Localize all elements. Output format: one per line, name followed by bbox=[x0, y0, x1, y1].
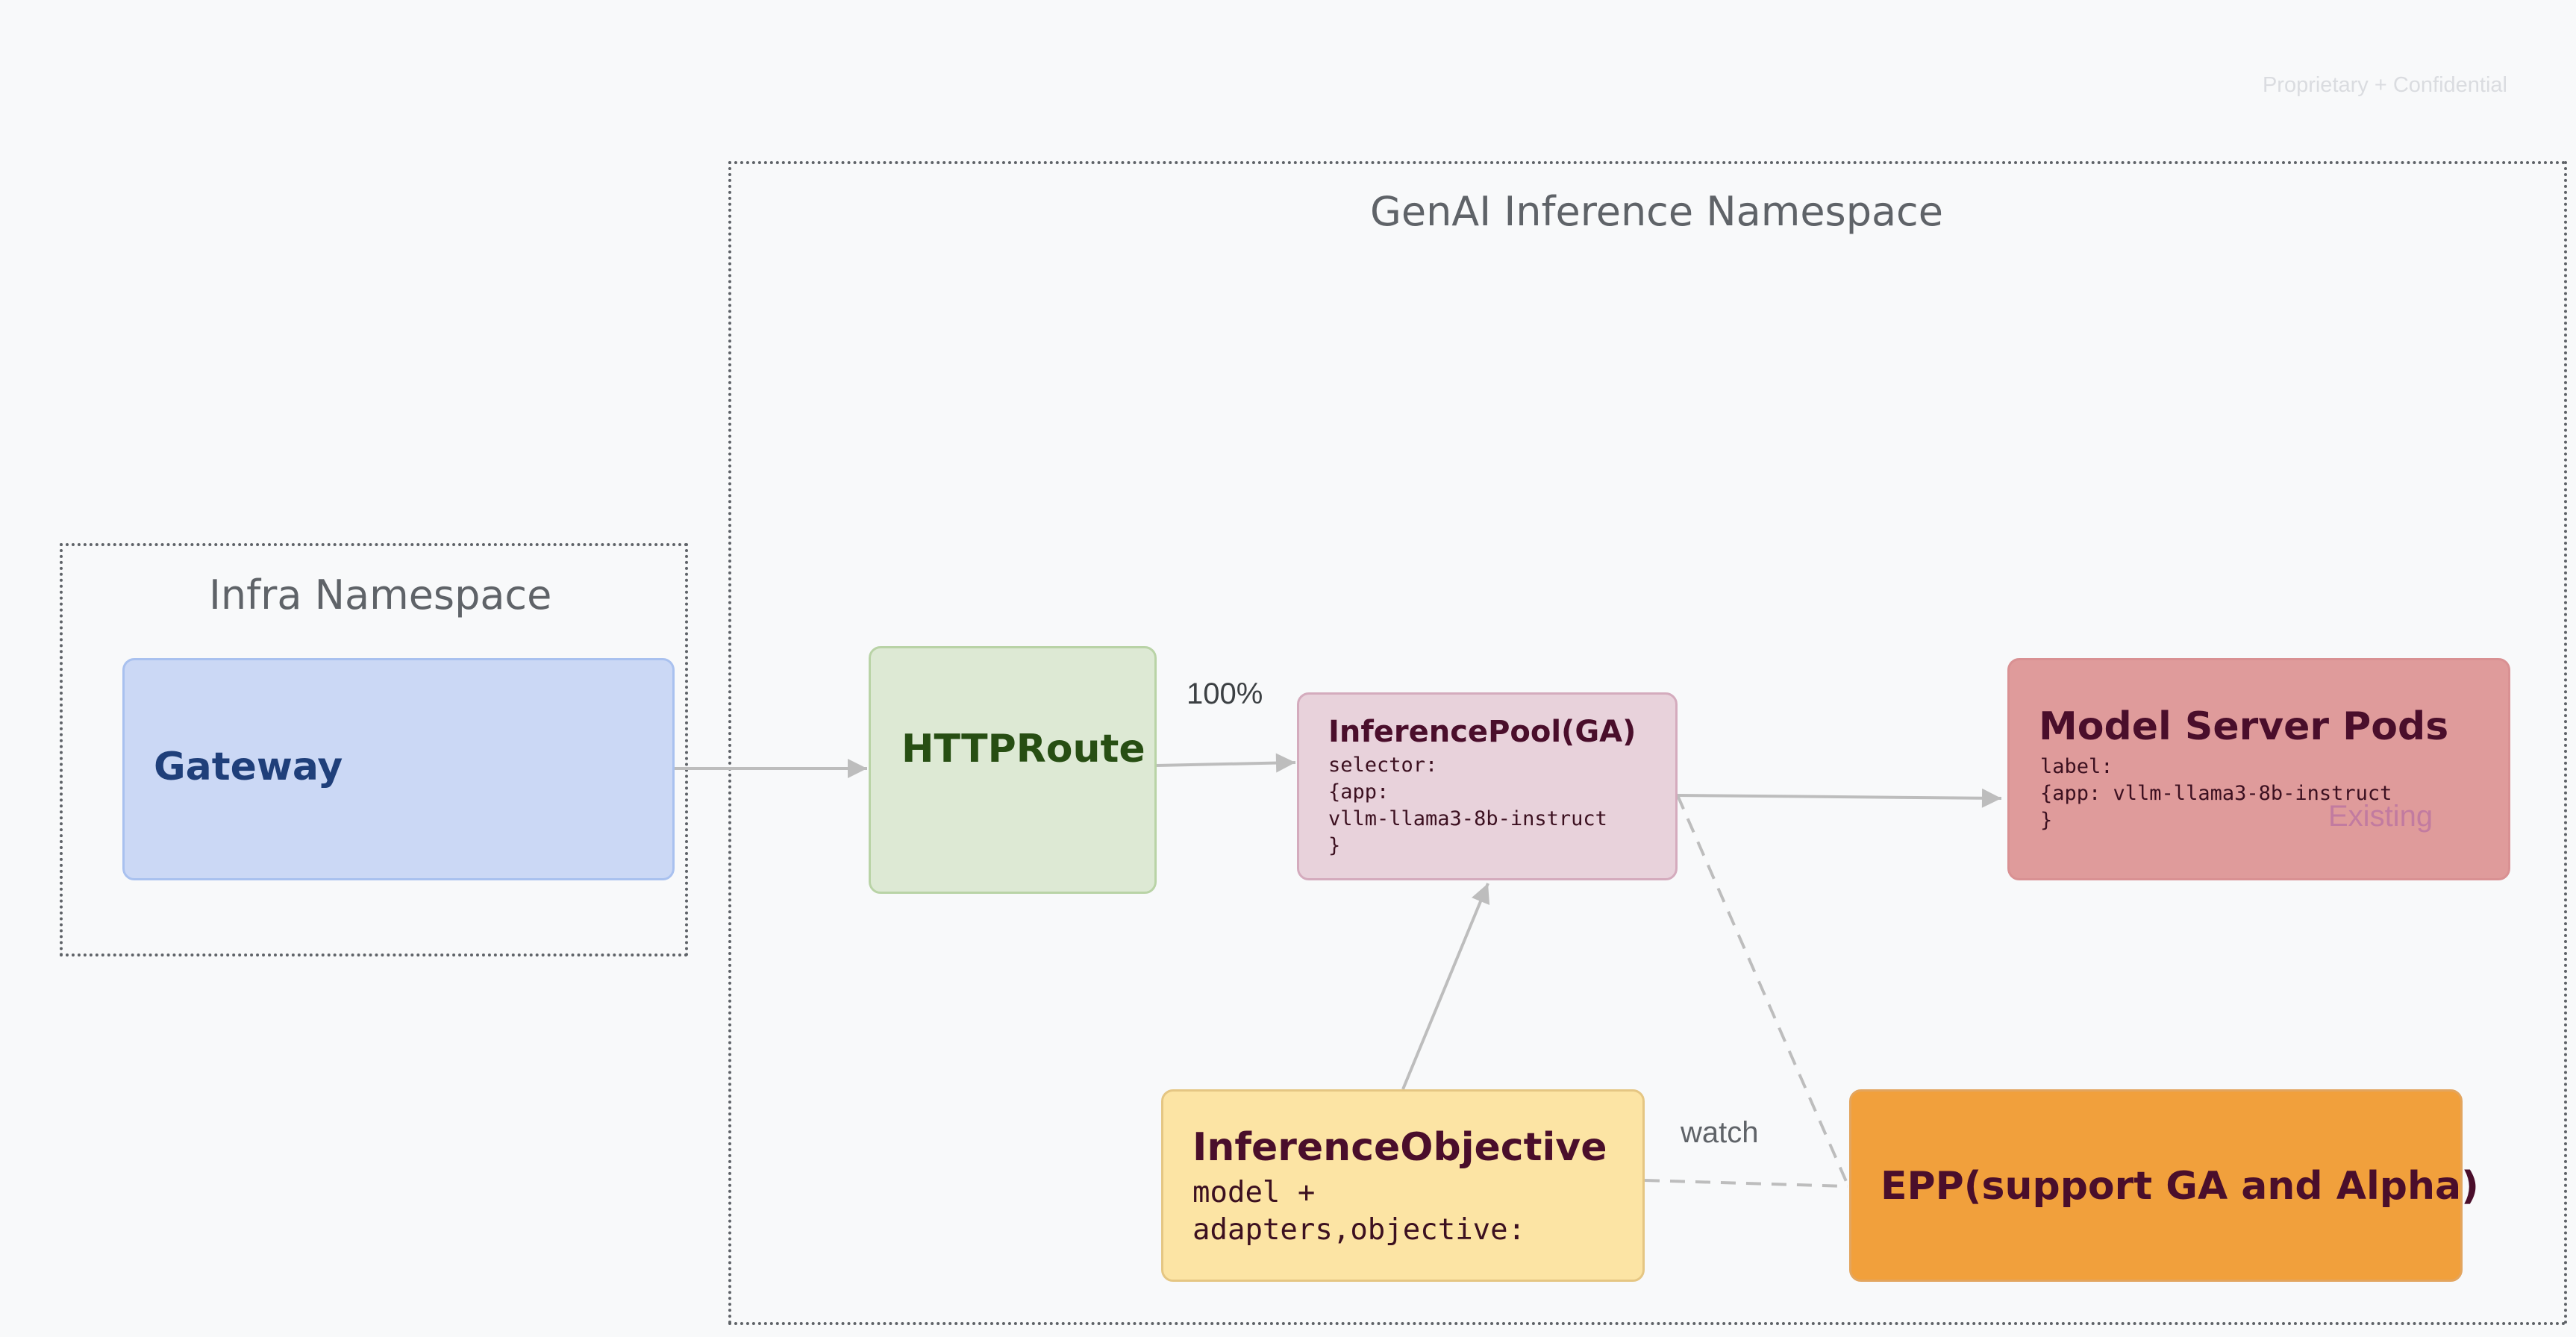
existing-tag: Existing bbox=[2328, 800, 2433, 833]
epp-node bbox=[1849, 1089, 2463, 1282]
genai-namespace-title: GenAI Inference Namespace bbox=[1370, 188, 1943, 235]
model-server-pods-label: label: {app: vllm-llama3-8b-instruct } bbox=[2040, 755, 2392, 832]
httproute-to-pool-arrow bbox=[1156, 753, 1296, 773]
inference-objective-body: model + adapters,objective: bbox=[1192, 1176, 1526, 1247]
epp-title: EPP(support GA and Alpha) bbox=[1881, 1164, 2479, 1209]
pool-to-epp-dashed-line bbox=[1676, 795, 1849, 1186]
confidential-watermark: Proprietary + Confidential bbox=[2262, 73, 2507, 97]
watch-label: watch bbox=[1681, 1116, 1759, 1149]
inference-pool-title: InferencePool(GA) bbox=[1328, 715, 1636, 749]
httproute-title: HTTPRoute bbox=[901, 727, 1145, 771]
infra-namespace-boundary bbox=[60, 543, 688, 956]
model-server-pods-title: Model Server Pods bbox=[2039, 704, 2449, 749]
objective-to-epp-dashed-line bbox=[1644, 1179, 1848, 1188]
pool-to-pods-arrow bbox=[1677, 788, 2002, 808]
genai-namespace-boundary bbox=[728, 161, 2567, 1325]
objective-to-pool-arrow bbox=[1401, 883, 1490, 1090]
model-server-pods-node bbox=[2007, 658, 2510, 880]
inference-pool-selector: selector: {app: vllm-llama3-8b-instruct … bbox=[1328, 754, 1607, 857]
httproute-node bbox=[869, 646, 1157, 894]
inference-pool-node bbox=[1297, 692, 1678, 880]
gateway-title: Gateway bbox=[154, 745, 343, 789]
inference-objective-title: InferenceObjective bbox=[1192, 1125, 1607, 1170]
inference-objective-node bbox=[1161, 1089, 1645, 1282]
infra-namespace-title: Infra Namespace bbox=[209, 572, 552, 619]
traffic-split-label: 100% bbox=[1187, 677, 1263, 710]
gateway-node bbox=[122, 658, 675, 880]
